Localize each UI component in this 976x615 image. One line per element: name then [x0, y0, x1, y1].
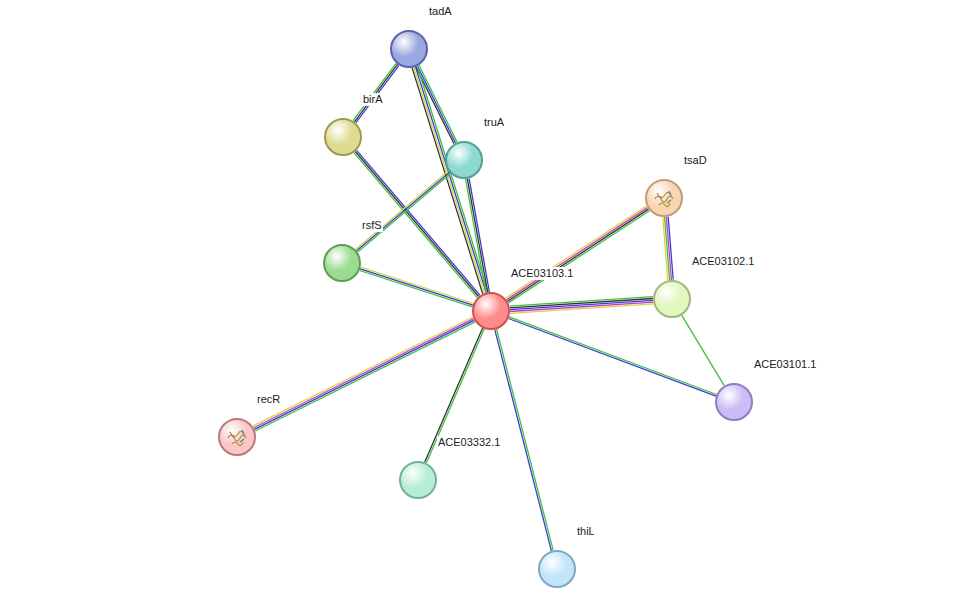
evidence-strand [508, 211, 649, 303]
node-label: recR [256, 393, 281, 406]
interaction-edge [495, 329, 553, 551]
node-label: ACE03103.1 [510, 267, 574, 280]
protein-node: ACE03103.1 [472, 292, 510, 330]
evidence-strand [255, 322, 475, 431]
protein-node: recR [218, 418, 256, 456]
node-label: ACE03101.1 [753, 358, 817, 371]
evidence-strand [682, 315, 724, 385]
node-label: tadA [428, 5, 453, 18]
evidence-strand [355, 171, 448, 250]
evidence-strand [360, 269, 473, 305]
protein-node: truA [445, 141, 483, 179]
evidence-strand [254, 320, 474, 429]
node-label: rsfS [361, 219, 383, 232]
interaction-edge [510, 297, 654, 314]
evidence-strand [507, 209, 648, 301]
node-label: thiL [576, 525, 596, 538]
interaction-edge [353, 63, 399, 123]
protein-node: tadA [390, 30, 428, 68]
evidence-strand [510, 297, 653, 307]
protein-node: birA [324, 118, 362, 156]
interaction-edge [663, 217, 673, 281]
protein-node: ACE03102.1 [653, 280, 691, 318]
evidence-strand [497, 329, 554, 550]
interaction-edge [509, 317, 717, 396]
evidence-strand [663, 217, 668, 280]
node-label: tsaD [683, 154, 708, 167]
evidence-strand [510, 299, 653, 308]
protein-node: ACE03101.1 [715, 383, 753, 421]
interaction-edge [466, 178, 490, 292]
interaction-edge [360, 267, 474, 307]
evidence-strand [254, 319, 474, 428]
evidence-strand [358, 174, 451, 253]
evidence-strand [506, 208, 647, 300]
node-label: ACE03332.1 [437, 436, 501, 449]
interaction-edge [682, 315, 724, 385]
evidence-strand [469, 178, 489, 292]
protein-node: tsaD [645, 179, 683, 217]
protein-node: rsfS [323, 244, 361, 282]
evidence-strand [466, 179, 486, 293]
evidence-strand [361, 267, 474, 303]
evidence-strand [356, 65, 399, 123]
node-label: birA [362, 93, 384, 106]
evidence-strand [509, 317, 716, 395]
evidence-strand [360, 271, 473, 307]
structure-icon [647, 181, 681, 215]
evidence-strand [495, 330, 552, 551]
node-label: ACE03102.1 [691, 255, 755, 268]
interaction-edge [505, 206, 649, 303]
evidence-strand [416, 67, 487, 293]
evidence-strand [253, 317, 473, 426]
evidence-strand [357, 172, 450, 250]
protein-node: ACE03332.1 [399, 461, 437, 499]
evidence-strand [353, 63, 396, 121]
interaction-edge [253, 317, 475, 431]
structure-icon [220, 420, 254, 454]
interaction-edge [355, 171, 450, 252]
evidence-strand [505, 206, 646, 298]
protein-node: thiL [538, 550, 576, 588]
node-label: truA [483, 116, 505, 129]
evidence-strand [467, 179, 487, 293]
evidence-strand [509, 319, 716, 397]
evidence-strand [417, 66, 488, 292]
evidence-strand [354, 64, 397, 122]
